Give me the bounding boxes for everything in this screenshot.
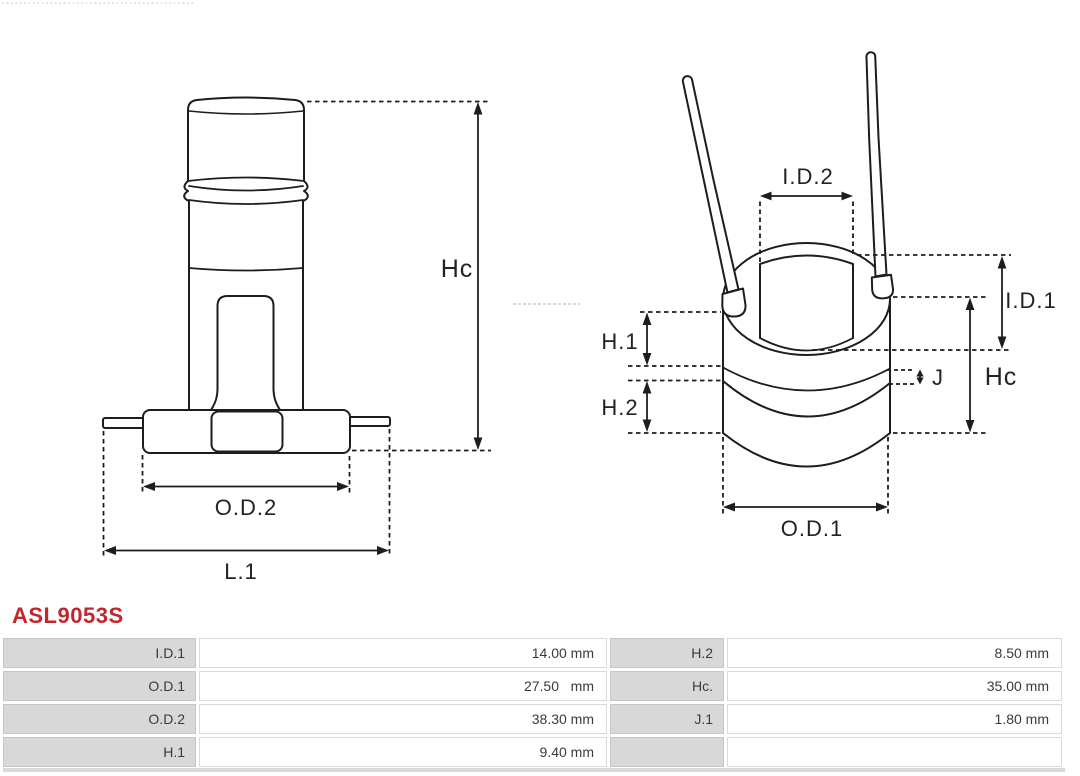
arrowhead xyxy=(997,256,1007,269)
arrowhead xyxy=(642,353,652,366)
left-wire xyxy=(681,75,740,294)
dim-label-od2: O.D.2 xyxy=(215,495,277,520)
shaft-inner-stem xyxy=(210,295,281,411)
left-wire-tip xyxy=(721,287,747,318)
bore-bottom-arc xyxy=(759,337,854,352)
dim-label-id1: I.D.1 xyxy=(1005,288,1056,313)
table-label: I.D.1 xyxy=(3,638,196,668)
arrowhead xyxy=(473,102,483,115)
arrowhead xyxy=(143,482,155,491)
table-value: 14.00 mm xyxy=(199,638,607,668)
shaft-groove-left xyxy=(183,180,190,202)
shaft-cap-bottom-edge xyxy=(187,176,305,182)
table-label: O.D.2 xyxy=(3,704,196,734)
dim-label-hc-left: Hc xyxy=(441,255,474,283)
part-number: ASL9053S xyxy=(12,603,124,628)
arrowhead xyxy=(104,546,116,555)
arrowhead xyxy=(642,312,652,325)
right-drawing-dimensions xyxy=(628,191,1011,514)
watermark-lines xyxy=(2,2,580,305)
shaft-groove-line-b xyxy=(188,199,304,205)
table-value xyxy=(727,737,1062,767)
arrowhead xyxy=(876,502,888,512)
cylinder-top-ellipse xyxy=(722,242,891,356)
table-label: H.2 xyxy=(610,638,724,668)
left-drawing-dimensions xyxy=(102,100,491,557)
flange-inner-block xyxy=(210,410,284,453)
dim-label-hc-right: Hc xyxy=(985,363,1018,391)
table-value: 8.50 mm xyxy=(727,638,1062,668)
left-drawing-shaft-view xyxy=(102,96,391,454)
arrowhead xyxy=(377,546,389,555)
arrowhead xyxy=(760,191,772,201)
table-value: 9.40 mm xyxy=(199,737,607,767)
table-label: Hc. xyxy=(610,671,724,701)
arrowhead xyxy=(997,336,1007,349)
arrowhead xyxy=(337,482,349,491)
table-value: 35.00 mm xyxy=(727,671,1062,701)
table-label: H.1 xyxy=(3,737,196,767)
table-value: 27.50 mm xyxy=(199,671,607,701)
arrowhead xyxy=(642,381,652,394)
dim-label-h2: H.2 xyxy=(601,395,638,420)
ring-groove-arc-2 xyxy=(722,380,891,418)
right-terminal-pin xyxy=(346,416,391,427)
arrowhead xyxy=(965,420,975,433)
arrowhead xyxy=(916,377,924,385)
table-label: O.D.1 xyxy=(3,671,196,701)
shaft-section-line xyxy=(188,267,304,272)
dim-label-h1: H.1 xyxy=(601,329,638,354)
table-label xyxy=(610,737,724,767)
ring-groove-arc-1 xyxy=(722,366,891,392)
shaft-groove-line-a xyxy=(188,185,304,192)
dim-label-l1: L.1 xyxy=(224,559,258,584)
dim-label-od1: O.D.1 xyxy=(781,516,843,541)
dimensions-table: I.D.1 14.00 mm H.2 8.50 mm O.D.1 27.50 m… xyxy=(3,638,1062,767)
shaft-cap-outline xyxy=(187,96,305,182)
arrowhead xyxy=(916,369,924,377)
table-bottom-stub xyxy=(3,768,1065,772)
arrowhead xyxy=(965,297,975,310)
shaft-groove-right xyxy=(302,180,309,202)
table-value: 1.80 mm xyxy=(727,704,1062,734)
arrowhead xyxy=(473,437,483,450)
table-value: 38.30 mm xyxy=(199,704,607,734)
technical-drawings: Hc O.D.2 L.1 xyxy=(2,2,1056,584)
arrowhead xyxy=(841,191,853,201)
arrowhead xyxy=(642,419,652,432)
arrowhead xyxy=(723,502,735,512)
dim-label-j: J xyxy=(932,365,944,390)
cylinder-bottom-arc xyxy=(722,432,891,468)
shaft-cap-top-face xyxy=(188,110,304,115)
left-terminal-pin xyxy=(102,417,146,429)
table-label: J.1 xyxy=(610,704,724,734)
right-wire-tip xyxy=(870,273,895,300)
right-wire xyxy=(865,51,888,278)
right-drawing-slipring-view xyxy=(681,51,895,468)
dim-label-id2: I.D.2 xyxy=(782,164,833,189)
bore-opening xyxy=(759,254,854,339)
